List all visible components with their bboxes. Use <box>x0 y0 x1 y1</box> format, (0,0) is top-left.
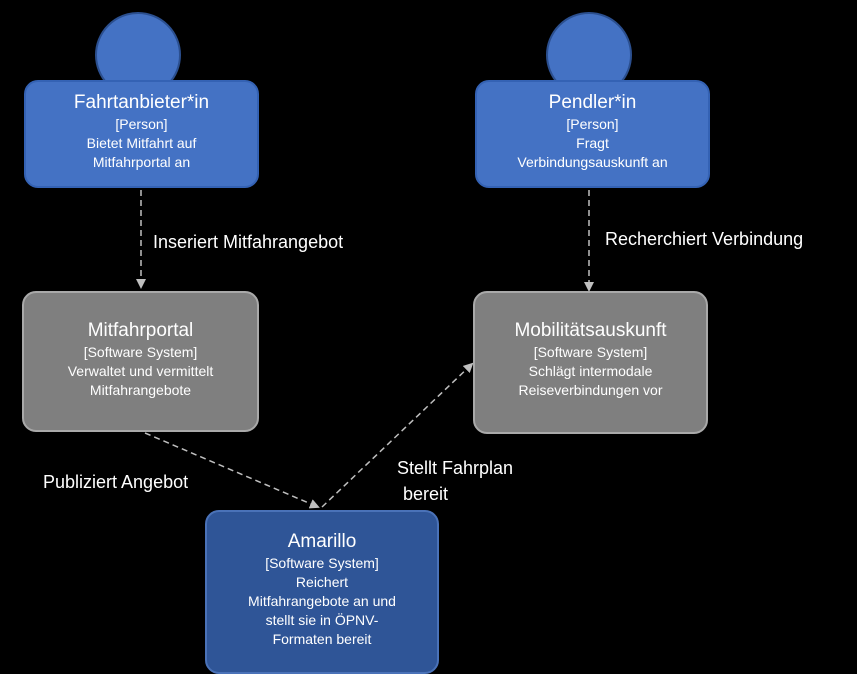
relation-arrow-stellt-fahrplan <box>321 362 474 508</box>
relation-label-recherchiert: Recherchiert Verbindung <box>605 229 804 249</box>
node-description-line: Bietet Mitfahrt auf <box>86 135 197 151</box>
relation-label-inseriert: Inseriert Mitfahrangebot <box>153 232 344 252</box>
node-description-line: Verwaltet und vermittelt <box>67 363 214 379</box>
node-title: Pendler*in <box>548 92 637 113</box>
node-title: Fahrtanbieter*in <box>73 92 210 113</box>
node-title: Mitfahrportal <box>87 320 194 341</box>
node-description-line: Mitfahrangebote an und <box>248 593 396 609</box>
person-fahrtanbieter[interactable]: Fahrtanbieter*in [Person] Bietet Mitfahr… <box>24 80 259 188</box>
node-type: [Person] <box>115 116 168 132</box>
node-type: [Software System] <box>533 344 648 360</box>
system-amarillo[interactable]: Amarillo [Software System] Reichert Mitf… <box>205 510 439 674</box>
node-type: [Software System] <box>83 344 198 360</box>
node-type: [Person] <box>566 116 619 132</box>
node-title: Mobilitätsauskunft <box>514 320 667 341</box>
node-description-line: Schlägt intermodale <box>528 363 653 379</box>
node-title: Amarillo <box>287 531 357 552</box>
node-description-line: Formaten bereit <box>272 631 372 647</box>
node-description-line: Fragt <box>576 135 609 151</box>
node-description-line: Mitfahrangebote <box>89 382 192 398</box>
relation-label-publiziert: Publiziert Angebot <box>43 472 189 492</box>
relation-label-stellt-fahrplan: Stellt Fahrplan <box>397 458 514 478</box>
node-description-line: Mitfahrportal an <box>92 154 191 170</box>
node-description-line: Reiseverbindungen vor <box>518 382 663 398</box>
system-mobilitaetsauskunft[interactable]: Mobilitätsauskunft [Software System] Sch… <box>473 291 708 434</box>
node-description-line: Verbindungsauskunft an <box>517 154 668 170</box>
relation-label-stellt-fahrplan-line2: bereit <box>403 484 449 504</box>
system-mitfahrportal[interactable]: Mitfahrportal [Software System] Verwalte… <box>22 291 259 432</box>
node-description-line: Reichert <box>295 574 349 590</box>
node-description-line: stellt sie in ÖPNV- <box>265 612 379 628</box>
person-pendler[interactable]: Pendler*in [Person] Fragt Verbindungsaus… <box>475 80 710 188</box>
node-type: [Software System] <box>265 555 379 571</box>
relation-arrow-publiziert <box>144 432 320 509</box>
